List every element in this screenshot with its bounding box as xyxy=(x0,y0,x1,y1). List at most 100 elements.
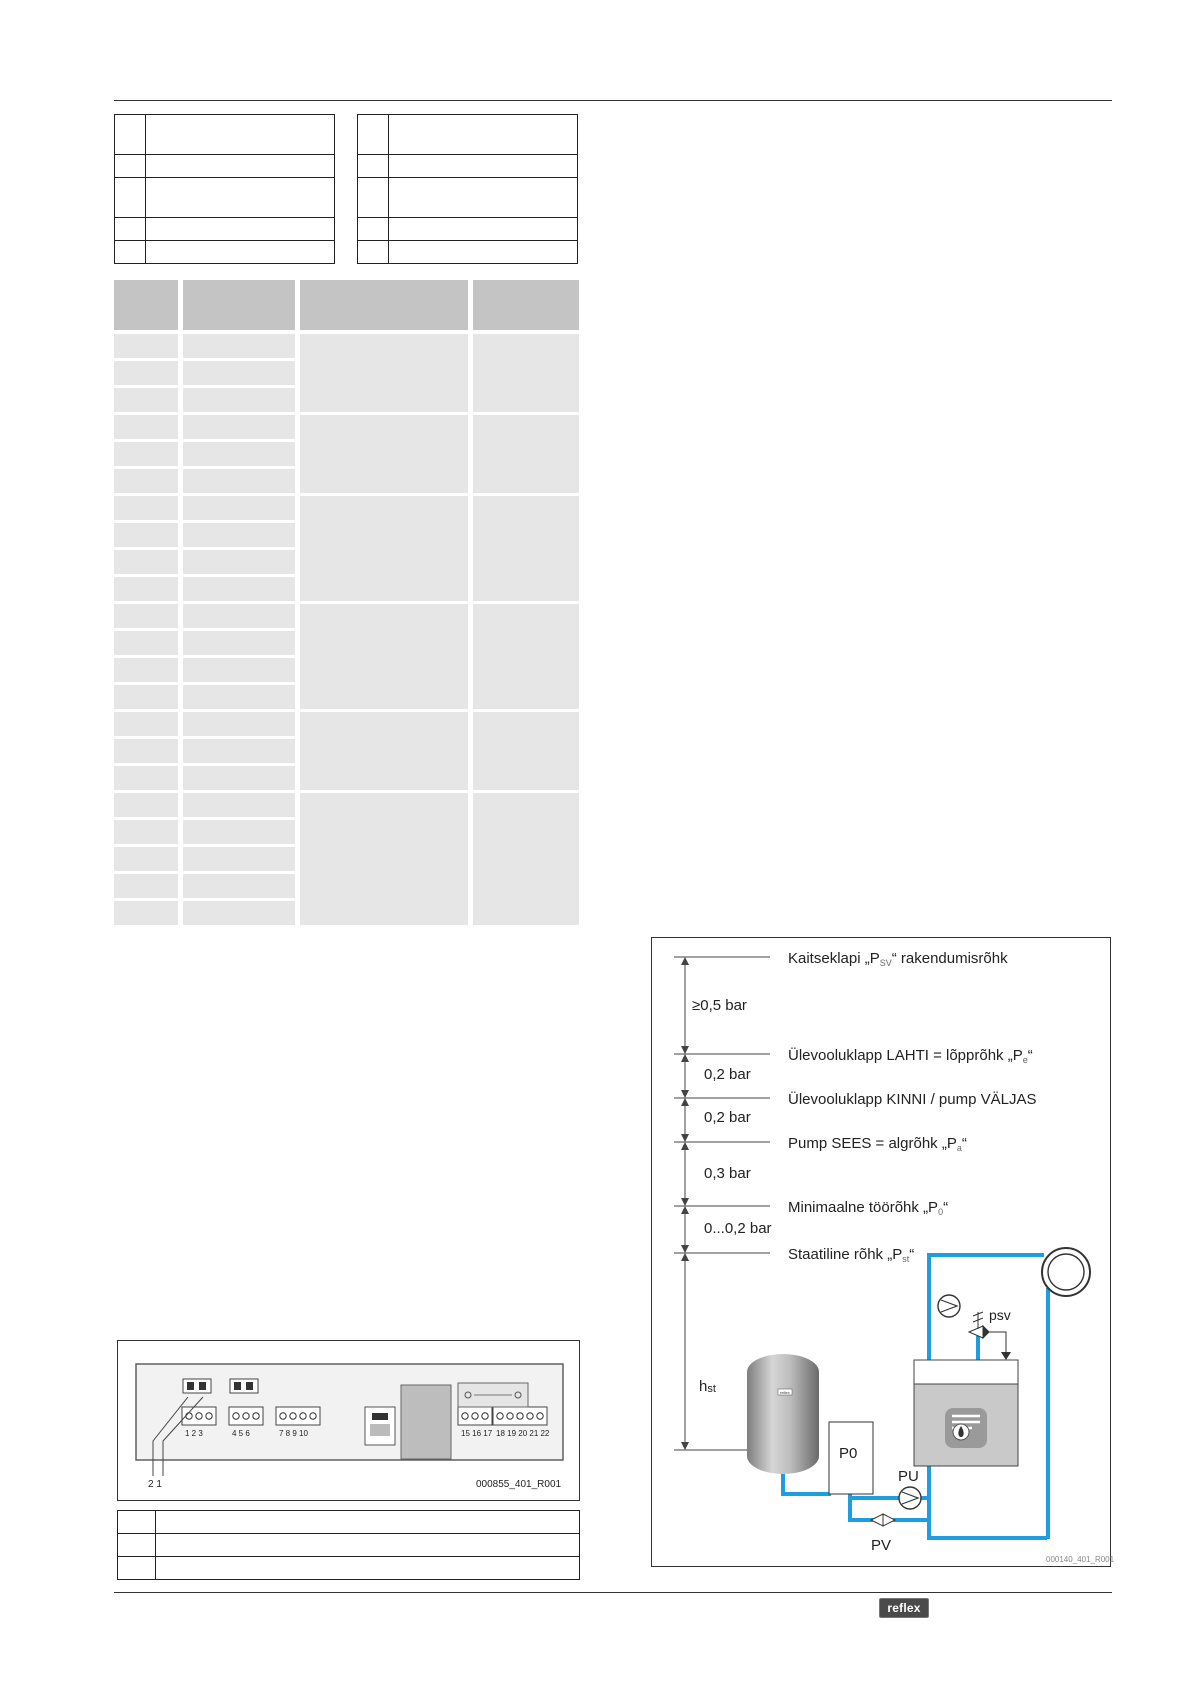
pu-pump-icon: PU xyxy=(898,1468,922,1510)
table-group-cell xyxy=(473,334,579,412)
terminal-screw-icon xyxy=(252,1412,260,1420)
dimension-arrow-icon xyxy=(681,1253,689,1261)
p0-label: P0 xyxy=(839,1445,857,1462)
table-group-cell xyxy=(473,793,579,925)
plant-tank xyxy=(913,1359,1019,1467)
table-cell xyxy=(183,874,295,898)
terminal-screw-icon xyxy=(289,1412,297,1420)
table-cell xyxy=(183,658,295,682)
safety-valve-icon: psv xyxy=(967,1307,1011,1360)
dimension-arrow-icon xyxy=(681,1098,689,1106)
table-cell xyxy=(114,604,178,628)
table-cell xyxy=(114,874,178,898)
terminal-screw-icon xyxy=(299,1412,307,1420)
dimension-arrow-icon xyxy=(681,1206,689,1214)
leader-label: 2 1 xyxy=(148,1479,162,1490)
interval-label: 0,3 bar xyxy=(704,1165,751,1182)
table-cell xyxy=(183,550,295,574)
psv-label: psv xyxy=(989,1307,1011,1323)
table-group-cell xyxy=(300,415,468,493)
pu-label: PU xyxy=(898,1468,919,1485)
board-legend-table xyxy=(117,1510,580,1580)
terminal-screw-icon xyxy=(242,1412,250,1420)
table-cell xyxy=(183,766,295,790)
table-group-cell xyxy=(473,496,579,601)
level-label: Ülevooluklapp KINNI / pump VÄLJAS xyxy=(788,1090,1036,1108)
terminal-screw-icon xyxy=(309,1412,317,1420)
table-cell xyxy=(114,415,178,439)
table-cell xyxy=(183,793,295,817)
terminal-screw-icon xyxy=(526,1412,534,1420)
pressure-levels: Kaitseklapi „PSV“ rakendumisrõhkÜlevoolu… xyxy=(674,950,1036,1451)
table-cell xyxy=(183,901,295,925)
header-rule xyxy=(114,100,1112,101)
level-label: Kaitseklapi „PSV“ rakendumisrõhk xyxy=(788,950,1008,968)
reflex-logo: reflex xyxy=(879,1598,929,1618)
table-cell xyxy=(114,550,178,574)
table-header-cell xyxy=(114,280,178,330)
table-cell xyxy=(114,712,178,736)
pv-label: PV xyxy=(871,1537,891,1554)
table-cell xyxy=(183,415,295,439)
table-group-cell xyxy=(473,712,579,790)
terminal-block-icon xyxy=(492,1406,548,1426)
table-group-cell xyxy=(300,604,468,709)
level-label: Pump SEES = algrõhk „Pa“ xyxy=(788,1135,967,1153)
display-window xyxy=(400,1384,452,1460)
pipe-line xyxy=(781,1472,831,1496)
circulation-pump-icon xyxy=(937,1294,961,1318)
table-cell xyxy=(114,766,178,790)
diagram-figure-id: 000140_401_R001 xyxy=(1046,1555,1115,1564)
dip-switch-icon xyxy=(229,1378,259,1394)
table-cell xyxy=(183,712,295,736)
interval-label: 0,2 bar xyxy=(704,1109,751,1126)
table-cell xyxy=(183,388,295,412)
terminal-screw-icon xyxy=(205,1412,213,1420)
table-header-cell xyxy=(300,280,468,330)
dimension-arrow-icon xyxy=(681,1442,689,1450)
terminal-numbers: 15 16 17 xyxy=(461,1429,493,1438)
terminal-screw-icon xyxy=(481,1412,489,1420)
pipe-line xyxy=(848,1492,873,1522)
table-cell xyxy=(114,658,178,682)
table-cell xyxy=(183,361,295,385)
terminal-table xyxy=(114,280,579,926)
terminal-block-icon xyxy=(228,1406,264,1426)
terminal-screw-icon xyxy=(516,1412,524,1420)
terminal-block-icon xyxy=(181,1406,217,1426)
terminal-screw-icon xyxy=(279,1412,287,1420)
battery-holder-icon xyxy=(457,1382,529,1408)
table-cell xyxy=(183,847,295,871)
interval-label: 0...0,2 bar xyxy=(704,1220,772,1237)
table-cell xyxy=(114,469,178,493)
dimension-arrow-icon xyxy=(681,1090,689,1098)
table-cell xyxy=(183,496,295,520)
level-label: Minimaalne töörõhk „P0“ xyxy=(788,1199,948,1217)
table-cell xyxy=(114,496,178,520)
table-cell xyxy=(114,847,178,871)
terminal-screw-icon xyxy=(232,1412,240,1420)
terminal-numbers: 1 2 3 xyxy=(185,1429,203,1438)
interval-label: 0,2 bar xyxy=(704,1066,751,1083)
table-header-cell xyxy=(473,280,579,330)
table-cell xyxy=(183,631,295,655)
table-group-cell xyxy=(473,604,579,709)
consumer-icon xyxy=(1041,1247,1091,1297)
terminal-numbers: 18 19 20 21 22 xyxy=(496,1429,550,1438)
table-group-cell xyxy=(300,334,468,412)
table-cell xyxy=(114,523,178,547)
table-cell xyxy=(114,820,178,844)
table-cell xyxy=(114,739,178,763)
table-cell xyxy=(183,685,295,709)
table-cell xyxy=(183,469,295,493)
table-group-cell xyxy=(300,712,468,790)
p0-box xyxy=(828,1421,874,1495)
terminal-screw-icon xyxy=(195,1412,203,1420)
table-cell xyxy=(114,442,178,466)
static-height-label: hst xyxy=(699,1378,716,1395)
table-cell xyxy=(114,361,178,385)
table-cell xyxy=(114,901,178,925)
